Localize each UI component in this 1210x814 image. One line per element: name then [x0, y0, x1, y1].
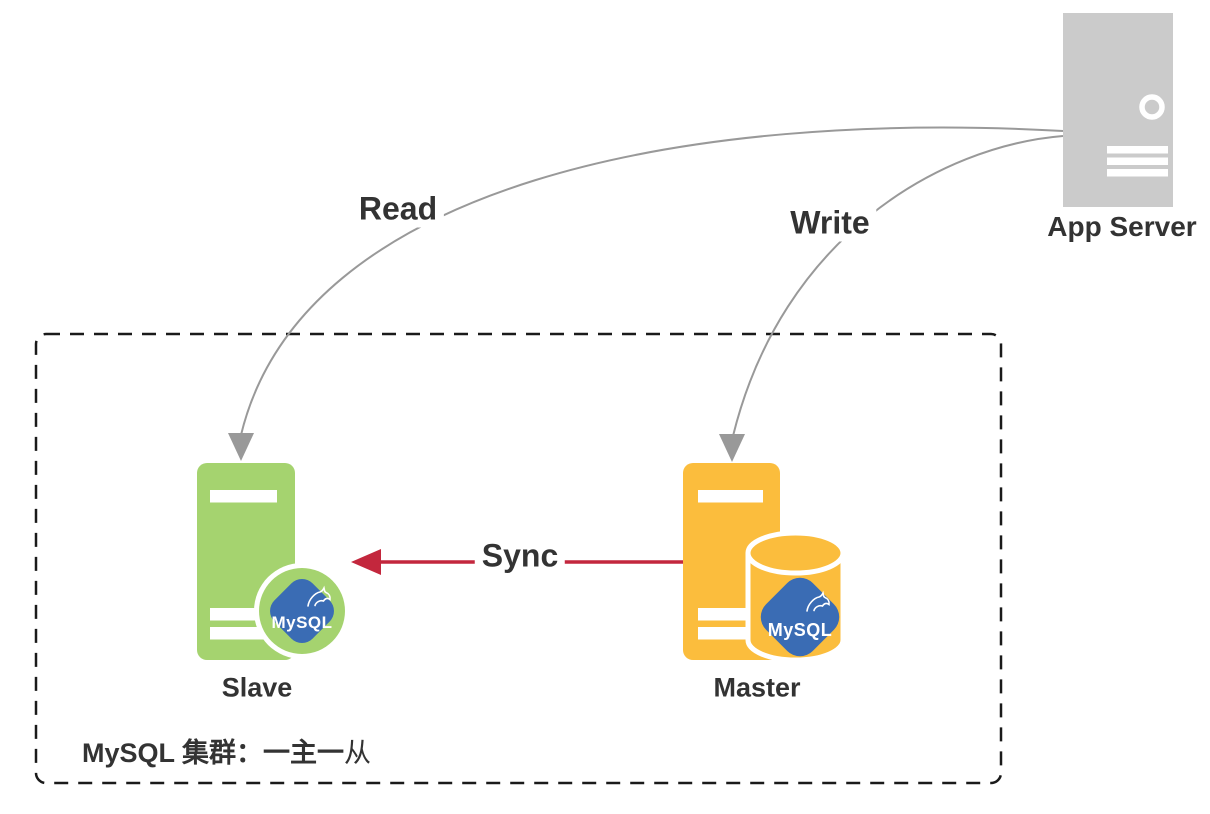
cluster-title: MySQL 集群：一主一从	[82, 731, 371, 770]
write-edge	[732, 135, 1064, 437]
master-label: Master	[713, 672, 801, 703]
server-vent-lines-icon	[1107, 146, 1168, 177]
server-body	[1063, 13, 1173, 207]
master-node: MySQL	[683, 463, 855, 673]
mysql-badge-label: MySQL	[768, 620, 833, 640]
app-server-node	[1063, 13, 1173, 212]
mysql-badge-label: MySQL	[271, 613, 332, 632]
sync-edge-label: Sync	[474, 537, 566, 575]
mysql-badge-icon: MySQL	[254, 563, 350, 659]
slave-server-icon: MySQL	[197, 463, 350, 660]
cluster-boundary	[34, 332, 1003, 785]
write-arrowhead-icon	[719, 434, 745, 462]
read-edge	[240, 126, 1064, 436]
mysql-dolphin-icon	[806, 590, 830, 612]
read-arrowhead-icon	[228, 433, 254, 461]
mysql-dolphin-icon	[307, 585, 331, 607]
slave-label: Slave	[221, 672, 293, 703]
server-tower-icon	[1063, 13, 1173, 207]
slave-node: MySQL	[197, 463, 353, 668]
cluster-title-suffix: 从	[344, 738, 372, 768]
master-server-icon: MySQL	[683, 463, 846, 663]
read-edge-label: Read	[351, 190, 445, 228]
cluster-title-main: MySQL 集群：一主一	[82, 738, 345, 768]
sync-arrowhead-icon	[351, 549, 381, 575]
app-server-label: App Server	[1047, 211, 1197, 242]
server-power-button-icon	[1139, 94, 1165, 120]
write-edge-label: Write	[783, 204, 877, 242]
mysql-badge-icon: MySQL	[760, 577, 840, 657]
